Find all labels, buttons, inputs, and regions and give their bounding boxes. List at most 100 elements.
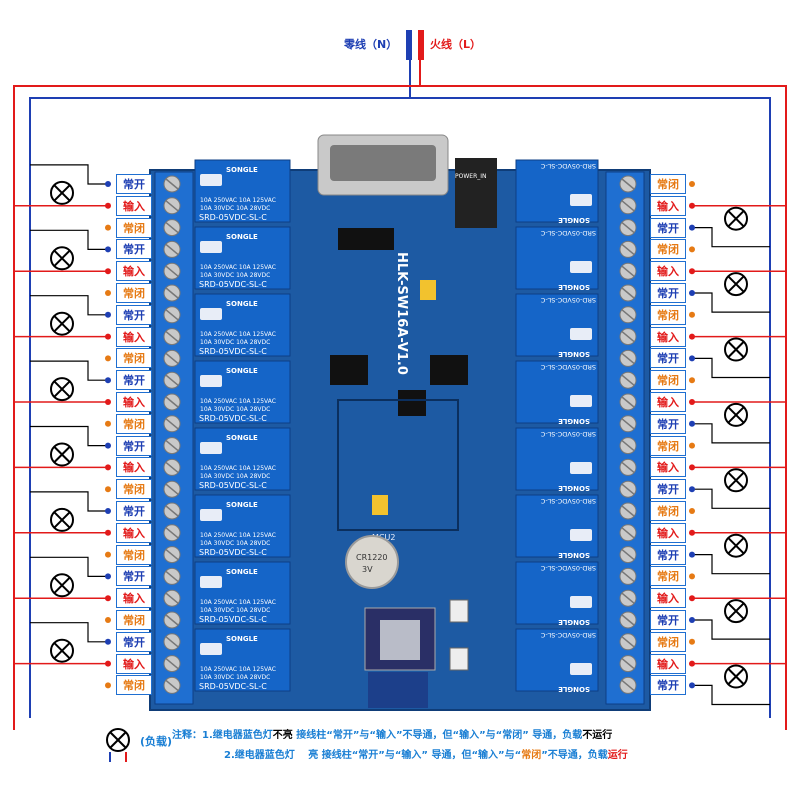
terminal-dot: [105, 508, 111, 514]
terminal-dot: [105, 573, 111, 580]
terminal-dot: [689, 268, 695, 275]
relay-brand: SONGLE: [226, 166, 258, 174]
load-lamp: [724, 599, 748, 624]
screw-slot: [165, 570, 179, 582]
relay-rating: 10A 30VDC 10A 28VDC: [200, 205, 270, 212]
terminal-dot: [689, 464, 695, 471]
terminal-dot: [689, 617, 695, 623]
push-button-s1[interactable]: [449, 647, 469, 671]
load-wire: [30, 622, 108, 643]
load-wire: [30, 164, 108, 185]
load-wire: [692, 357, 770, 379]
screw-slot: [165, 265, 179, 277]
screw-slot: [165, 287, 179, 299]
screw-slot: [621, 527, 635, 539]
terminal-dot: [689, 377, 695, 384]
terminal-label-right: 常开: [650, 283, 686, 303]
screw-slot: [621, 352, 635, 364]
terminal-dot: [105, 224, 111, 231]
terminal-label-left: 输入: [116, 457, 152, 478]
terminal-dot: [105, 399, 111, 405]
load-wire: [30, 295, 108, 316]
relay-rating: 10A 30VDC 10A 28VDC: [200, 540, 270, 547]
screw-slot: [165, 222, 179, 234]
terminal-dot: [689, 420, 695, 427]
terminal-dot: [105, 246, 111, 253]
screw-slot: [165, 505, 179, 517]
terminal-dot: [105, 202, 111, 209]
relay-brand: SONGLE: [226, 300, 258, 308]
relay-model: SRD-05VDC-SL-C: [540, 229, 596, 237]
relay-rating: 10A 250VAC 10A 125VAC: [200, 532, 276, 539]
screw-slot: [165, 374, 179, 386]
power-jack: [455, 158, 497, 228]
relay-model: SRD-05VDC-SL-C: [199, 213, 267, 222]
relay-brand: SONGLE: [558, 685, 590, 693]
screw-slot: [621, 331, 635, 343]
relay-model: SRD-05VDC-SL-C: [199, 548, 267, 557]
screw-slot: [621, 679, 635, 691]
screw-slot: [165, 527, 179, 539]
terminal-dot: [689, 355, 695, 362]
relay-rating: 10A 30VDC 10A 28VDC: [200, 272, 270, 279]
terminal-dot: [105, 529, 111, 536]
screw-slot: [165, 636, 179, 648]
terminal-label-left: 常开: [116, 501, 152, 521]
terminal-label-left: 常开: [116, 304, 152, 325]
terminal-label-right: 输入: [650, 653, 686, 674]
screw-slot: [621, 265, 635, 277]
push-button-s2[interactable]: [449, 599, 469, 623]
terminal-dot: [105, 486, 111, 493]
terminal-label-right: 常开: [650, 610, 686, 630]
terminal-label-right: 常开: [650, 348, 686, 369]
terminal-dot: [105, 290, 111, 296]
terminal-dot: [105, 551, 111, 558]
terminal-label-left: 常闭: [116, 348, 152, 369]
relay-rating: 10A 30VDC 10A 28VDC: [200, 406, 270, 413]
terminal-label-right: 常开: [650, 217, 686, 238]
load-lamp: [50, 246, 74, 271]
screw-slot: [165, 679, 179, 691]
load-lamp: [724, 272, 748, 297]
screw-slot: [165, 309, 179, 321]
relay-brand: SONGLE: [226, 635, 258, 643]
load-lamp: [50, 573, 74, 598]
screw-slot: [621, 374, 635, 386]
terminal-label-left: 常闭: [116, 283, 152, 303]
terminal-label-right: 常闭: [650, 566, 686, 587]
screw-slot: [165, 243, 179, 255]
load-wire: [692, 553, 770, 575]
battery-voltage: 3V: [362, 565, 373, 574]
terminal-label-left: 输入: [116, 392, 152, 412]
main-wires: [13, 60, 787, 730]
relay-rating: 10A 250VAC 10A 125VAC: [200, 398, 276, 405]
relay-column-right: SONGLESRD-05VDC-SL-CSONGLESRD-05VDC-SL-C…: [515, 159, 599, 693]
terminal-label-right: 常闭: [650, 435, 686, 456]
terminal-dot: [689, 246, 695, 253]
load-lamp: [724, 533, 748, 558]
terminal-blocks: [154, 171, 645, 705]
screw-slot: [621, 243, 635, 255]
terminal-dot: [105, 268, 111, 275]
relay-model: SRD-05VDC-SL-C: [199, 414, 267, 423]
terminal-label-left: 输入: [116, 588, 152, 609]
terminal-label-right: 输入: [650, 522, 686, 543]
relay-rating: 10A 250VAC 10A 125VAC: [200, 331, 276, 338]
relay-rating: 10A 250VAC 10A 125VAC: [200, 465, 276, 472]
relay-model: SRD-05VDC-SL-C: [199, 280, 267, 289]
screw-slot: [165, 592, 179, 604]
screw-slot: [621, 505, 635, 517]
terminal-label-right: 常开: [650, 675, 686, 696]
coin-battery: [345, 535, 399, 589]
screw-slot: [621, 418, 635, 430]
terminal-dot: [689, 181, 695, 187]
relay-brand: SONGLE: [226, 434, 258, 442]
load-lamp: [724, 206, 748, 231]
terminal-dot: [689, 508, 695, 514]
relay-rating: 10A 250VAC 10A 125VAC: [200, 666, 276, 673]
relay-model: SRD-05VDC-SL-C: [540, 363, 596, 371]
